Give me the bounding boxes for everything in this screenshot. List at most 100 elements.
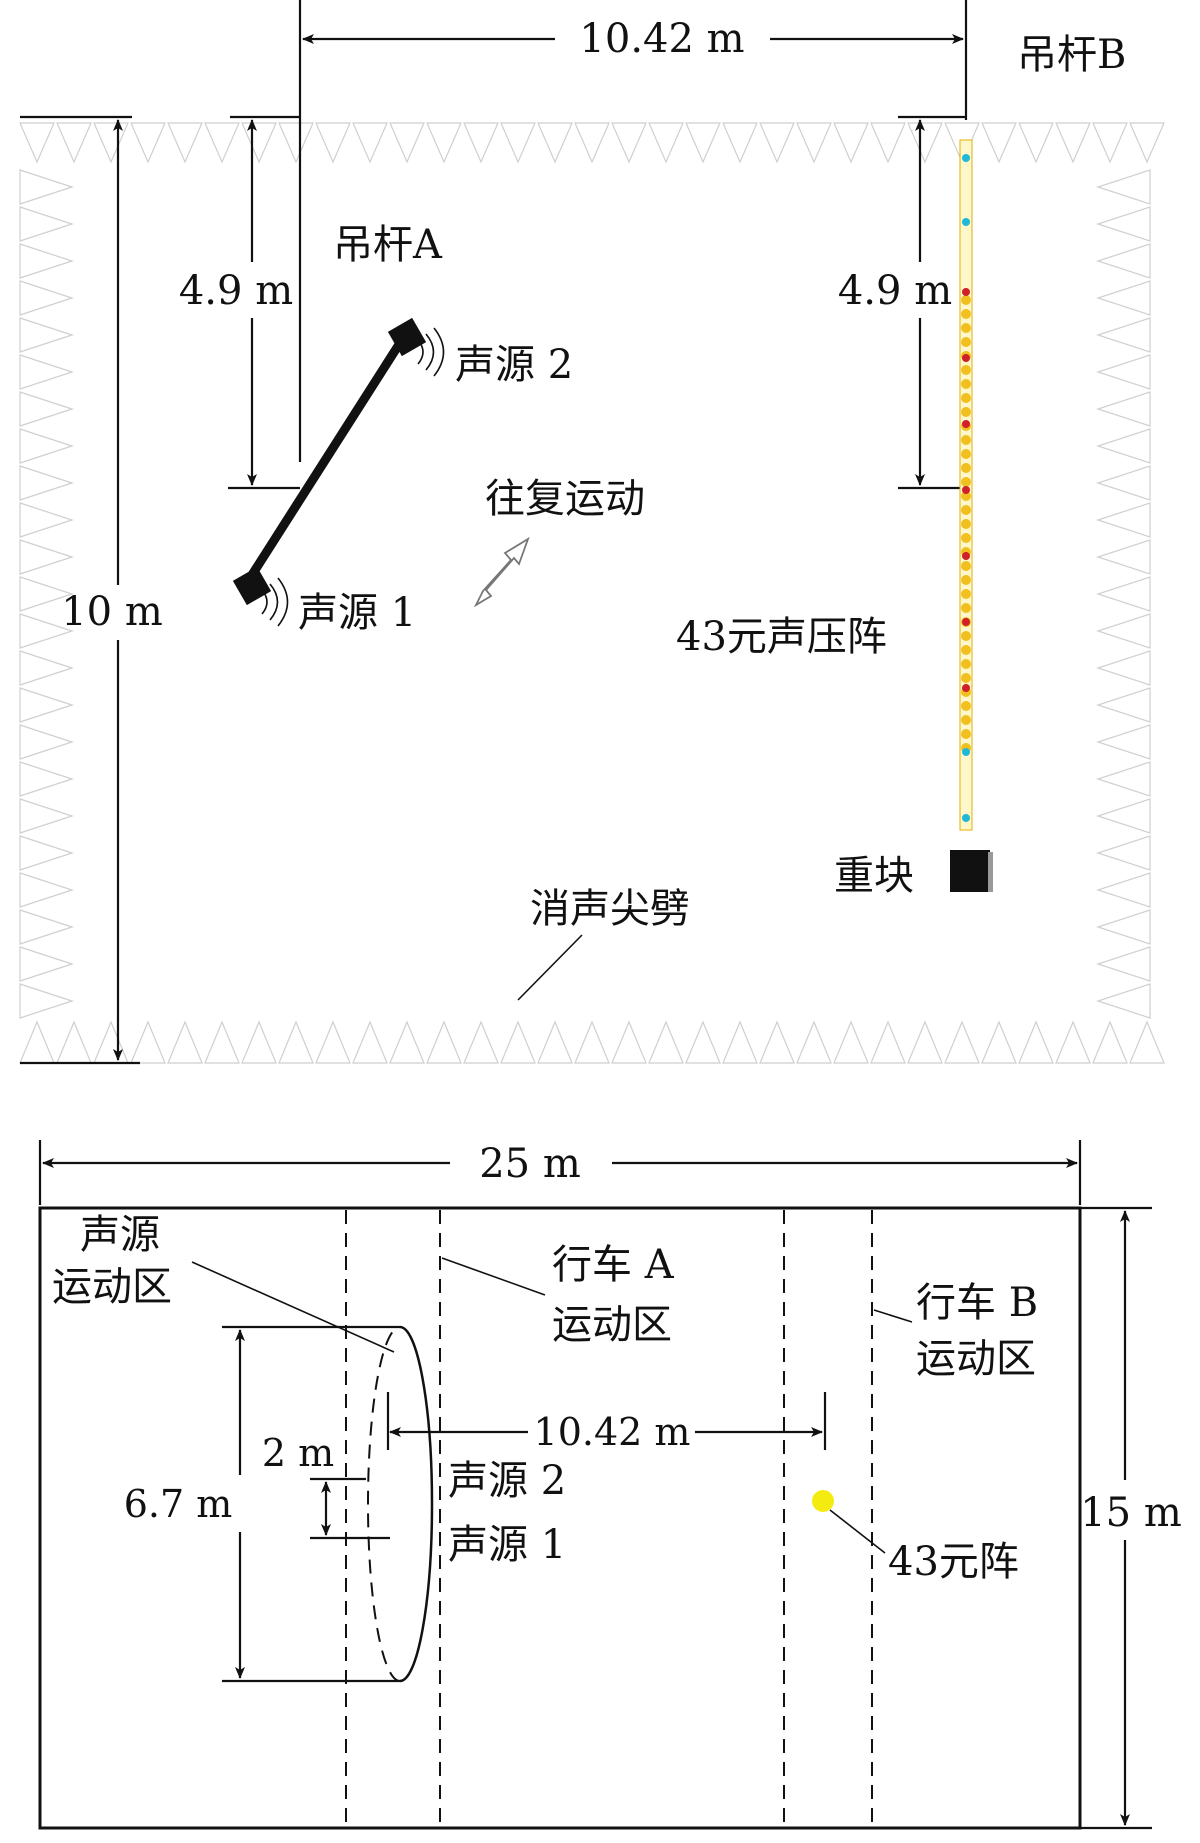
array-element-marker: [962, 288, 970, 296]
array-element-sparse: [962, 814, 970, 822]
anechoic-wedge: [19, 613, 74, 649]
anechoic-wedge: [19, 946, 74, 982]
anechoic-wedge: [1096, 502, 1151, 538]
array-element: [961, 435, 971, 445]
anechoic-wedge: [759, 122, 795, 164]
array-point-marker: [812, 1490, 834, 1512]
source-positions: 2 m: [262, 1392, 390, 1540]
anechoic-wedge: [1096, 280, 1151, 316]
left-drop-dimension: 4.9 m: [179, 115, 300, 490]
array-element: [961, 477, 971, 487]
array-element-marker: [962, 420, 970, 428]
array-element-sparse: [962, 154, 970, 162]
anechoic-wedge: [19, 872, 74, 908]
anechoic-wedge: [1018, 1020, 1054, 1064]
anechoic-wedge: [19, 122, 55, 164]
anechoic-wedge: [1096, 317, 1151, 353]
tank-width-dimension: 15 m: [1080, 1206, 1182, 1830]
anechoic-wedge: [278, 1020, 314, 1064]
anechoic-wedge: [1096, 946, 1151, 982]
anechoic-wedge: [1096, 983, 1151, 1019]
tank-length-dimension: 25 m: [38, 1140, 1082, 1205]
array-element: [961, 393, 971, 403]
anechoic-wedge: [1096, 724, 1151, 760]
anechoic-wedge: [19, 206, 74, 242]
array-element-marker: [962, 486, 970, 494]
anechoic-wedge: [167, 1020, 203, 1064]
source-2-waves-icon: [417, 327, 445, 377]
anechoic-wedge: [19, 243, 74, 279]
array-element: [961, 449, 971, 459]
source-zone-label-line1: 声源: [80, 1212, 160, 1258]
diameter-dimension: 6.7 m: [124, 1325, 400, 1683]
anechoic-wedge: [241, 122, 277, 164]
anechoic-wedge: [130, 122, 166, 164]
array-element: [961, 715, 971, 725]
source-zone-leader: [191, 1261, 395, 1353]
anechoic-wedge: [463, 122, 499, 164]
anechoic-wedge: [56, 122, 92, 164]
anechoic-wedge: [685, 1020, 721, 1064]
array-element: [961, 365, 971, 375]
tank-width-label: 15 m: [1080, 1490, 1182, 1536]
anechoic-wedges-top: [19, 122, 1165, 164]
anechoic-wedge: [204, 1020, 240, 1064]
array-element-marker: [962, 552, 970, 560]
array-element: [961, 673, 971, 683]
anechoic-wedge: [19, 835, 74, 871]
anechoic-wedge: [426, 122, 462, 164]
anechoic-wedge: [315, 122, 351, 164]
anechoic-wedge: [19, 465, 74, 501]
anechoic-wedge: [1096, 539, 1151, 575]
anechoic-wedge: [19, 354, 74, 390]
source-motion-ellipse-front: [399, 1325, 434, 1683]
motion-label: 往复运动: [485, 476, 645, 522]
anechoic-wedge: [1096, 835, 1151, 871]
array-element: [961, 407, 971, 417]
anechoic-wedge: [352, 1020, 388, 1064]
anechoic-wedge: [500, 122, 536, 164]
right-drop-label: 4.9 m: [838, 268, 952, 314]
source-1-waves-icon: [261, 577, 289, 627]
crane-a-label-line1: 行车 A: [552, 1242, 675, 1288]
anechoic-wedge: [1092, 122, 1128, 164]
hydrophone-array: [959, 139, 973, 831]
anechoic-wedge: [722, 1020, 758, 1064]
array-element: [961, 729, 971, 739]
anechoic-wedge: [278, 122, 314, 164]
anechoic-wedge: [944, 1020, 980, 1064]
diameter-label: 6.7 m: [124, 1482, 233, 1526]
wedge-leader: [517, 934, 583, 1001]
rod-span-label: 10.42 m: [579, 16, 744, 62]
weight-label: 重块: [834, 853, 914, 899]
source-zone-label-line2: 运动区: [52, 1264, 172, 1310]
source-motion-ellipse-back: [367, 1326, 401, 1682]
anechoic-wedge: [19, 724, 74, 760]
source-gap-label: 2 m: [262, 1431, 334, 1475]
anechoic-wedge: [1096, 465, 1151, 501]
array-element-marker: [962, 618, 970, 626]
anechoic-wedge: [648, 122, 684, 164]
anechoic-wedge: [19, 1020, 55, 1064]
anechoic-wedge: [870, 122, 906, 164]
array-label: 43元声压阵: [676, 614, 887, 660]
anechoic-wedge: [907, 1020, 943, 1064]
anechoic-wedge: [19, 428, 74, 464]
anechoic-wedge: [19, 983, 74, 1019]
anechoic-wedge: [19, 687, 74, 723]
anechoic-wedge: [463, 1020, 499, 1064]
array-element-marker: [962, 684, 970, 692]
anechoic-wedge: [19, 391, 74, 427]
anechoic-wedge: [167, 122, 203, 164]
anechoic-wedge: [1096, 798, 1151, 834]
anechoic-wedge: [389, 122, 425, 164]
array-element: [961, 337, 971, 347]
anechoic-wedge: [56, 1020, 92, 1064]
crane-a-leader: [441, 1257, 546, 1296]
array-element: [961, 379, 971, 389]
anechoic-wedge: [1092, 1020, 1128, 1064]
anechoic-wedge: [1096, 687, 1151, 723]
anechoic-wedge: [19, 761, 74, 797]
array-element: [961, 491, 971, 501]
water-depth-label: 10 m: [61, 589, 163, 635]
